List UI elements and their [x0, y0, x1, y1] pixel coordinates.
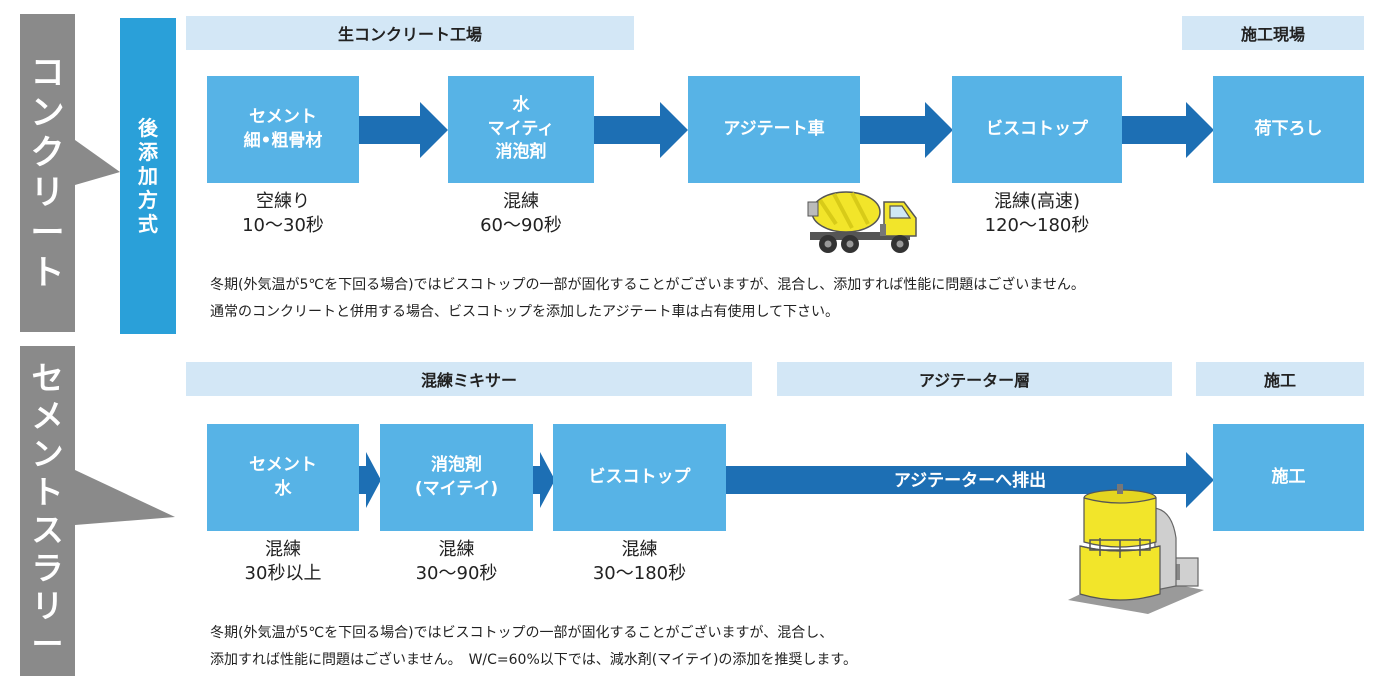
flow-arrow: [593, 102, 688, 158]
agitator-tank-icon: [1068, 484, 1204, 614]
concrete-box-water: 水マイティ消泡剤: [448, 76, 594, 183]
concrete-box-viscotop: ビスコトップ: [952, 76, 1122, 183]
flow-arrow: [1121, 102, 1214, 158]
slurry-box-viscotop: ビスコトップ: [553, 424, 726, 531]
concrete-box-unloading: 荷下ろし: [1213, 76, 1364, 183]
concrete-side-pointer: [75, 140, 120, 185]
flow-arrow: [358, 452, 381, 508]
slurry-header-work: 施工: [1196, 362, 1364, 396]
slurry-side-label: セメントスラリー: [20, 346, 75, 676]
post-addition-method-tab: 後添加方式: [120, 18, 176, 334]
slurry-header-agitator: アジテーター層: [777, 362, 1172, 396]
slurry-header-mixer: 混練ミキサー: [186, 362, 752, 396]
concrete-box-agitate-truck: アジテート車: [688, 76, 860, 183]
slurry-arrow-label: アジテーターへ排出: [893, 471, 1047, 491]
flow-arrow: [860, 102, 953, 158]
flow-arrow: [358, 102, 448, 158]
slurry-box-work: 施工: [1213, 424, 1364, 531]
slurry-notes: 冬期(外気温が5℃を下回る場合)ではビスコトップの一部が固化することがございます…: [210, 625, 858, 669]
flow-arrow: [532, 452, 555, 508]
slurry-box-cement-water: セメント水: [207, 424, 359, 531]
concrete-notes: 冬期(外気温が5℃を下回る場合)ではビスコトップの一部が固化することがございます…: [210, 277, 1085, 321]
slurry-side-pointer: [75, 470, 175, 525]
slurry-box-defoamer: 消泡剤(マイテイ): [380, 424, 533, 531]
mixer-truck-icon: [807, 191, 917, 253]
concrete-header-plant: 生コンクリート工場: [186, 16, 634, 50]
concrete-side-label: コンクリート: [20, 14, 75, 332]
concrete-caption-high-speed: 混練(高速)120〜180秒: [984, 191, 1090, 237]
concrete-box-cement: セメント細•粗骨材: [207, 76, 359, 183]
concrete-header-site: 施工現場: [1182, 16, 1364, 50]
